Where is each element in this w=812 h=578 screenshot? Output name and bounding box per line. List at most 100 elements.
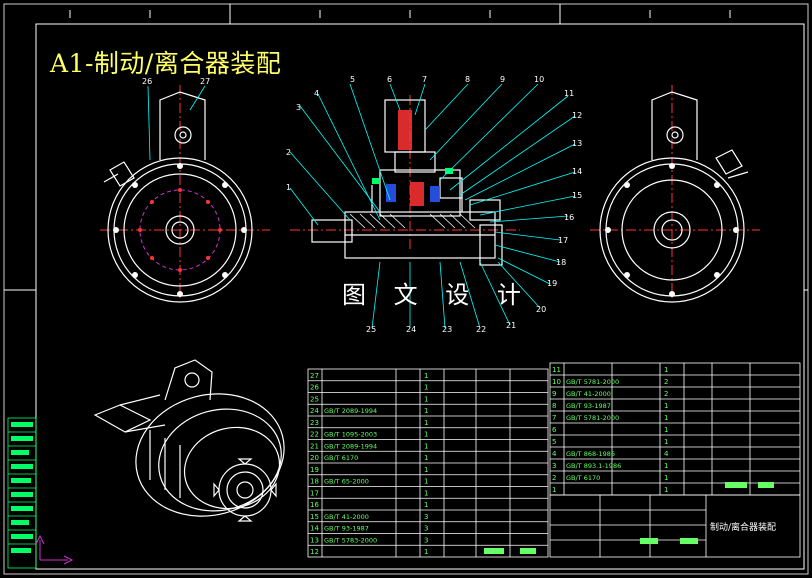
bom-row-standard: GB/T 41-2000 [566, 390, 611, 398]
left-end-view [100, 85, 270, 303]
title-block-marks [484, 482, 774, 554]
bom-row-number: 19 [310, 466, 319, 474]
bom-row-number: 3 [552, 462, 556, 470]
balloon-9: 9 [500, 75, 505, 84]
side-strip-marks [11, 422, 33, 553]
bom-row-number: 6 [552, 426, 557, 434]
bom-row-qty: 1 [664, 486, 668, 494]
bom-row-qty: 1 [424, 372, 428, 380]
bom-row-qty: 1 [424, 431, 428, 439]
balloon-26: 26 [142, 77, 152, 86]
balloon-17: 17 [558, 236, 568, 245]
balloon-19: 19 [547, 279, 557, 288]
balloon-25: 25 [366, 325, 376, 334]
bom-row-qty: 1 [424, 466, 428, 474]
balloon-21: 21 [506, 321, 516, 330]
bom-row-number: 2 [552, 474, 556, 482]
bom-row-qty: 1 [664, 462, 668, 470]
bom-row-number: 1 [552, 486, 556, 494]
bom-row-standard: GB/T 65-2000 [324, 478, 369, 486]
bom-row-number: 5 [552, 438, 556, 446]
balloon-12: 12 [572, 111, 582, 120]
bom-row-qty: 1 [664, 474, 668, 482]
bom-row-qty: 1 [424, 442, 428, 450]
bom-row-standard: GB/T 93-1987 [324, 525, 369, 533]
bom-row-qty: 1 [664, 438, 668, 446]
bom-row-qty: 1 [424, 395, 428, 403]
balloon-16: 16 [564, 213, 574, 222]
bom-row-number: 10 [552, 378, 561, 386]
bom-row-qty: 1 [424, 407, 428, 415]
bom-row-qty: 4 [664, 450, 669, 458]
balloon-11: 11 [564, 89, 574, 98]
balloon-4: 4 [314, 89, 319, 98]
bom-row-standard: GB/T 893.1-1986 [566, 462, 621, 470]
balloon-27: 27 [200, 77, 210, 86]
bom-row-standard: GB/T 5781-2000 [566, 378, 619, 386]
frame-ticks [69, 10, 731, 18]
side-strip [7, 417, 37, 569]
title-block-name: 制动/离合器装配 [710, 523, 777, 533]
bom-row-standard: GB/T 41-2000 [324, 513, 369, 521]
balloon-22: 22 [476, 325, 486, 334]
bom-row-standard: GB/T 2089-1994 [324, 407, 377, 415]
bom-row-qty: 1 [424, 454, 428, 462]
bom-row-qty: 1 [664, 426, 668, 434]
bom-row-standard: GB/T 5781-2000 [566, 414, 619, 422]
bom-row-number: 4 [552, 450, 557, 458]
balloon-10: 10 [534, 75, 544, 84]
bom-row-number: 17 [310, 489, 319, 497]
balloon-numbers: 26 27 5 4 3 2 1 6 7 8 9 10 11 12 13 14 1… [142, 75, 582, 334]
balloon-13: 13 [572, 139, 582, 148]
balloon-18: 18 [556, 258, 566, 267]
drawing-frame [3, 3, 809, 575]
balloon-7: 7 [422, 75, 427, 84]
bom-row-qty: 3 [424, 536, 428, 544]
balloon-3: 3 [296, 103, 301, 112]
bom-row-number: 7 [552, 414, 556, 422]
bom-row-number: 22 [310, 431, 319, 439]
section-view [290, 95, 520, 266]
balloon-14: 14 [572, 167, 582, 176]
balloon-24: 24 [406, 325, 416, 334]
bom-row-qty: 1 [664, 414, 668, 422]
bom-row-number: 21 [310, 442, 319, 450]
bom-row-number: 25 [310, 395, 319, 403]
balloon-1: 1 [286, 183, 291, 192]
drawing-title: A1-制动/离合器装配 [50, 49, 282, 78]
balloon-5: 5 [350, 75, 355, 84]
bom-row-standard: GB/T 93-1987 [566, 402, 611, 410]
bom-row-number: 18 [310, 478, 319, 486]
bom-row-number: 23 [310, 419, 319, 427]
balloon-23: 23 [442, 325, 452, 334]
bom-row-number: 14 [310, 525, 319, 533]
bom-row-standard: GB/T 2089-1994 [324, 442, 377, 450]
bom-row-qty: 1 [664, 402, 668, 410]
balloon-6: 6 [387, 75, 392, 84]
bom-row-number: 16 [310, 501, 319, 509]
bom-row-number: 8 [552, 402, 556, 410]
balloon-2: 2 [286, 148, 291, 157]
bom-row-number: 26 [310, 384, 319, 392]
right-end-view [590, 85, 760, 303]
bom-row-qty: 1 [664, 366, 668, 374]
bom-row-qty: 3 [424, 513, 428, 521]
balloon-8: 8 [465, 75, 470, 84]
bom-row-number: 24 [310, 407, 319, 415]
bom-row-qty: 1 [424, 489, 428, 497]
bom-table-left [307, 368, 549, 558]
bom-row-number: 15 [310, 513, 319, 521]
bom-row-qty: 1 [424, 548, 428, 556]
bom-row-qty: 1 [424, 478, 428, 486]
bom-row-standard: GB/T 868-1986 [566, 450, 615, 458]
bom-row-standard: GB/T 5783-2000 [324, 536, 377, 544]
origin-marker [35, 534, 74, 565]
bom-row-qty: 1 [424, 384, 428, 392]
bom-row-number: 9 [552, 390, 556, 398]
bom-row-number: 13 [310, 536, 319, 544]
bom-row-number: 12 [310, 548, 319, 556]
balloon-15: 15 [572, 191, 582, 200]
